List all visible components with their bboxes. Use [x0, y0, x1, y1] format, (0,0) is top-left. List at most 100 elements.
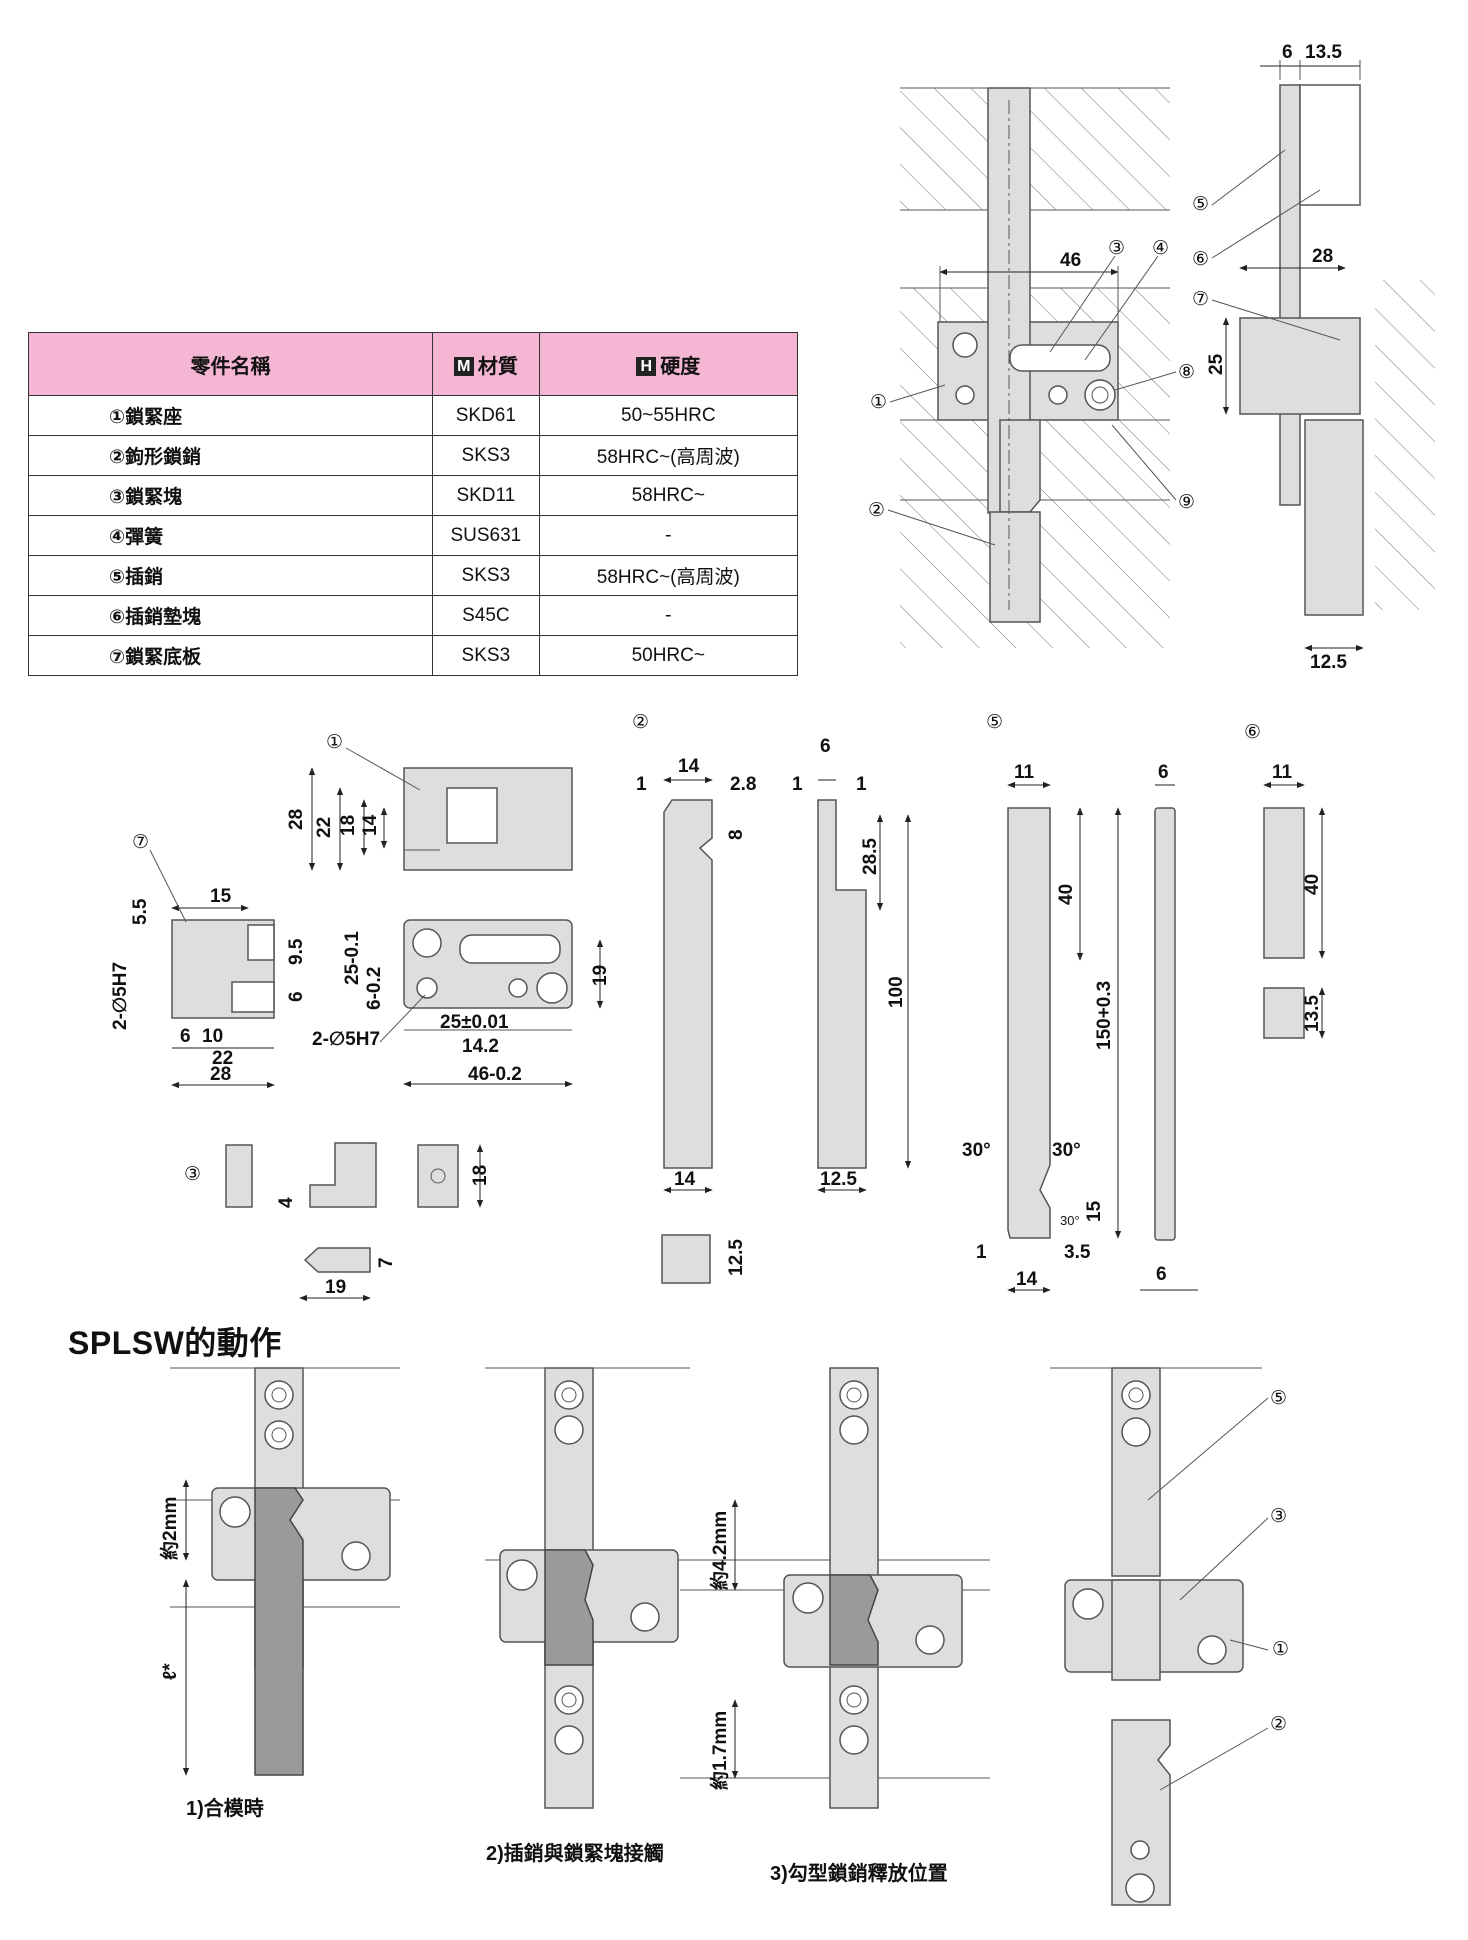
- part-1-lock-seat-top: 28 22 18 14 ①: [286, 732, 573, 871]
- caption-step1: 1)合模時: [186, 1796, 264, 1820]
- dim-13-5: 13.5: [1305, 42, 1342, 63]
- dim-46: 46: [1060, 250, 1081, 271]
- dim-40: 40: [1302, 874, 1323, 895]
- header-hardness-label: 硬度: [660, 355, 701, 378]
- dim-30-deg: 30°: [962, 1140, 991, 1161]
- side-hook-pin: [1304, 419, 1364, 616]
- dim-19: 19: [590, 965, 611, 986]
- header-material-label: 材質: [477, 355, 518, 378]
- dim-9-5: 9.5: [286, 938, 307, 965]
- dim-12-5: 12.5: [726, 1239, 747, 1276]
- approx-1-7mm: 約1.7mm: [708, 1711, 731, 1790]
- dim-6-tol: 6-0.2: [364, 967, 385, 1010]
- part-2-hook-pin: ② 14 1 2.8 8 6 1 1 28.5 100 14 12.5 12.5: [632, 712, 912, 1284]
- marker-2: ②: [632, 712, 649, 733]
- marker-7: ⑦: [132, 832, 149, 853]
- hook-lock-pin: [999, 419, 1041, 513]
- marker-5: ⑤: [986, 712, 1003, 733]
- dim-6: 6: [1282, 42, 1293, 63]
- dim-14-2: 14.2: [462, 1036, 499, 1057]
- approx-2mm: 約2mm: [158, 1497, 181, 1560]
- dim-18: 18: [470, 1165, 491, 1186]
- part-5-insert-pin: ⑤ 11 6 40 150+0.3 30° 30° 30° 15 1 3.5 1…: [962, 712, 1198, 1294]
- marker-8: ⑧: [1178, 362, 1195, 383]
- dim-6: 6: [1156, 1264, 1167, 1285]
- caption-step3: 3)勾型鎖銷釋放位置: [770, 1861, 948, 1885]
- ell-dim: ℓ*: [160, 1663, 181, 1680]
- marker-4: ④: [1152, 238, 1169, 259]
- dim-3-5: 3.5: [1064, 1242, 1091, 1263]
- dim-13-5: 13.5: [1302, 995, 1323, 1032]
- dim-28: 28: [286, 809, 307, 830]
- marker-1: ①: [326, 732, 343, 753]
- side-lock-base: [1239, 317, 1361, 415]
- caption-step2: 2)插銷與鎖緊塊接觸: [486, 1841, 664, 1865]
- action-step-3: 約4.2mm 約1.7mm 3)勾型鎖銷釋放位置: [680, 1367, 990, 1885]
- part-3-lock-block: ③ 18 4 19 7: [184, 1142, 491, 1302]
- marker-9: ⑨: [1178, 492, 1195, 513]
- dim-28: 28: [210, 1064, 231, 1085]
- dim-2-8: 2.8: [730, 774, 756, 795]
- dim-28: 28: [1312, 246, 1333, 267]
- hardness-box-icon: H: [636, 356, 657, 376]
- dim-14: 14: [360, 814, 381, 836]
- dim-4: 4: [276, 1197, 297, 1208]
- marker-5: ⑤: [1270, 1388, 1287, 1409]
- dim-40: 40: [1056, 884, 1077, 905]
- hook-lock-pin-lower: [989, 511, 1041, 623]
- dim-22: 22: [314, 817, 335, 838]
- cell-name: ④彈簧: [27, 515, 434, 556]
- marker-1: ①: [870, 392, 887, 413]
- dim-28-5: 28.5: [860, 838, 881, 875]
- dim-1: 1: [856, 774, 867, 795]
- action-step-4: ⑤ ③ ① ②: [1050, 1367, 1289, 1906]
- dim-15: 15: [1084, 1200, 1105, 1222]
- part-7-lock-base: 28 22 6 10 15 5.5 9.5 6 2-∅5H7 ⑦: [110, 832, 307, 1089]
- dim-30-small: 30°: [1060, 1213, 1080, 1228]
- lock-block: [1009, 344, 1111, 372]
- dim-11: 11: [1272, 762, 1293, 783]
- dim-2-phi5h7: 2-∅5H7: [110, 962, 131, 1030]
- dim-6: 6: [180, 1026, 191, 1047]
- dim-5-5: 5.5: [130, 898, 151, 925]
- dim-14: 14: [674, 1169, 696, 1190]
- dim-12-5: 12.5: [1310, 652, 1347, 673]
- material-box-icon: M: [453, 356, 474, 376]
- dim-1: 1: [792, 774, 803, 795]
- part-6-pin-spacer: ⑥ 11 40 13.5: [1244, 722, 1326, 1039]
- cell-material: S45C: [432, 595, 540, 636]
- dim-19: 19: [325, 1277, 346, 1298]
- dim-30-deg: 30°: [1052, 1140, 1081, 1161]
- dim-150: 150+0.3: [1094, 981, 1115, 1050]
- dim-15: 15: [210, 886, 232, 907]
- dim-100: 100: [886, 976, 907, 1008]
- dim-2-phi5h7: 2-∅5H7: [312, 1029, 380, 1050]
- cell-hardness: 50~55HRC: [538, 395, 799, 436]
- bolt-1: [952, 332, 978, 358]
- dim-8: 8: [726, 829, 747, 840]
- dim-18: 18: [338, 815, 359, 836]
- dim-6: 6: [1158, 762, 1169, 783]
- dim-25-tol: 25±0.01: [440, 1012, 509, 1033]
- dim-22: 22: [212, 1048, 233, 1069]
- cell-hardness: 50HRC~: [538, 635, 799, 676]
- marker-7: ⑦: [1192, 289, 1209, 310]
- dim-25-tol-v: 25-0.1: [342, 931, 363, 985]
- dim-12-5: 12.5: [820, 1169, 857, 1190]
- marker-2: ②: [868, 500, 885, 521]
- cell-material: SUS631: [432, 515, 540, 556]
- approx-4-2mm: 約4.2mm: [708, 1511, 731, 1590]
- cell-material: SKS3: [432, 635, 540, 676]
- marker-2: ②: [1270, 1714, 1287, 1735]
- cell-material: SKD11: [432, 475, 540, 516]
- header-part-name: 零件名稱: [27, 332, 434, 396]
- cell-material: SKS3: [432, 435, 540, 476]
